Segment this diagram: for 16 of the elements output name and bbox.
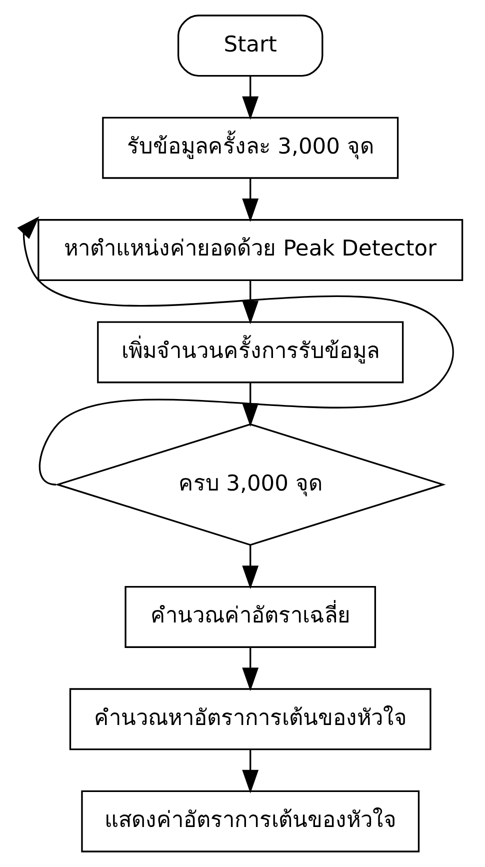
node-box: คำนวณหาอัตราการเต้นของหัวใจ — [68, 688, 431, 750]
arrow — [242, 647, 258, 692]
arrow — [242, 280, 258, 324]
arrow — [242, 178, 258, 222]
arrow — [16, 216, 454, 486]
arrow — [242, 76, 258, 120]
node-box: หาตำแหน่งค่ายอดด้วย Peak Detector — [37, 219, 463, 282]
node-box: แสดงค่าอัตราการเต้นของหัวใจ — [80, 790, 420, 852]
arrow — [242, 749, 258, 794]
arrow — [242, 545, 258, 590]
node-box: เพิ่มจำนวนครั้งการรับข้อมูล — [96, 321, 404, 384]
node-diamond: ครบ 3,000 จุด — [54, 423, 446, 546]
node-box: คำนวณค่าอัตราเฉลี่ย — [124, 586, 376, 648]
node-box: รับข้อมูลครั้งละ 3,000 จุด — [102, 116, 398, 179]
node-box: Start — [176, 14, 323, 77]
arrow — [242, 382, 258, 427]
